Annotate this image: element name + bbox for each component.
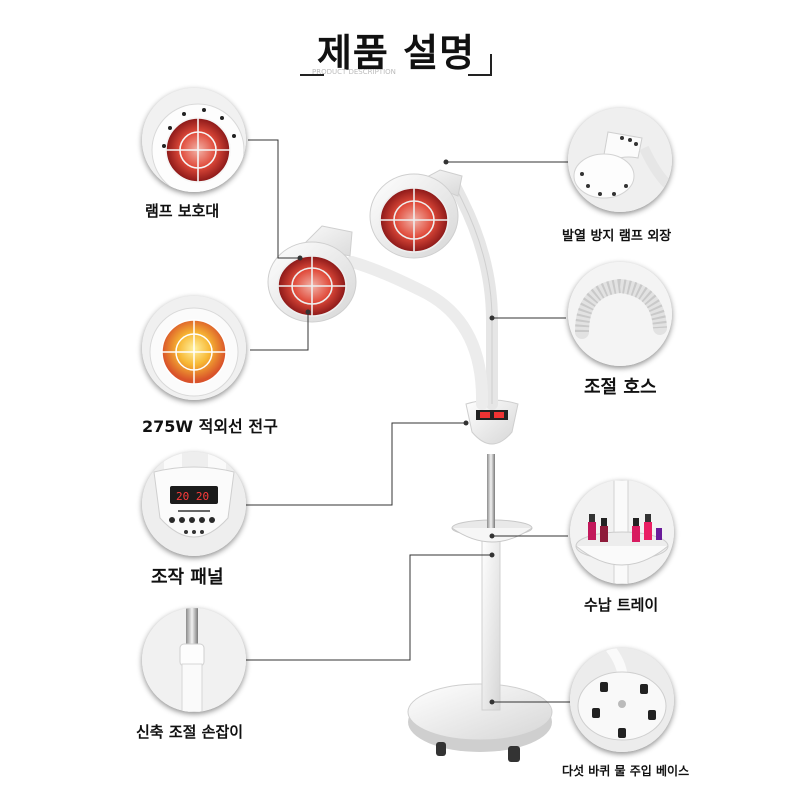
svg-text:20 20: 20 20 (176, 490, 209, 503)
label-adjust-hose: 조절 호스 (584, 377, 657, 398)
title-corner-mark (490, 54, 492, 76)
handle-closeup (142, 608, 246, 712)
page-title: 제품 설명 (316, 31, 476, 75)
label-control-panel: 조작 패널 (151, 567, 224, 588)
panel-closeup: 20 20 (142, 452, 246, 556)
tray-closeup (570, 480, 674, 584)
label-telescopic-handle: 신축 조절 손잡이 (136, 723, 244, 741)
label-storage-tray: 수납 트레이 (584, 596, 659, 614)
bulb-closeup (142, 296, 246, 400)
title-underline-left (300, 74, 324, 76)
page-subtitle: PRODUCT DESCRIPTION (312, 68, 396, 76)
base-closeup (570, 648, 674, 752)
lamp-guard-closeup (142, 88, 246, 192)
label-lamp-guard: 램프 보호대 (145, 202, 220, 220)
lamp-head-left (267, 225, 357, 323)
telescopic-rod (487, 454, 495, 528)
label-heat-shell: 발열 방지 램프 외장 (562, 229, 672, 244)
hose-closeup (568, 262, 672, 366)
lamp-head-right (369, 169, 463, 259)
wheel-base (407, 683, 553, 762)
hose-left (346, 256, 489, 410)
label-wheel-base: 다섯 바퀴 물 주입 베이스 (562, 764, 690, 778)
title-frame: 제품 설명 (300, 18, 492, 78)
label-bulb: 275W 적외선 전구 (142, 417, 278, 436)
shell-closeup (568, 108, 672, 212)
title-underline-right (468, 74, 492, 76)
